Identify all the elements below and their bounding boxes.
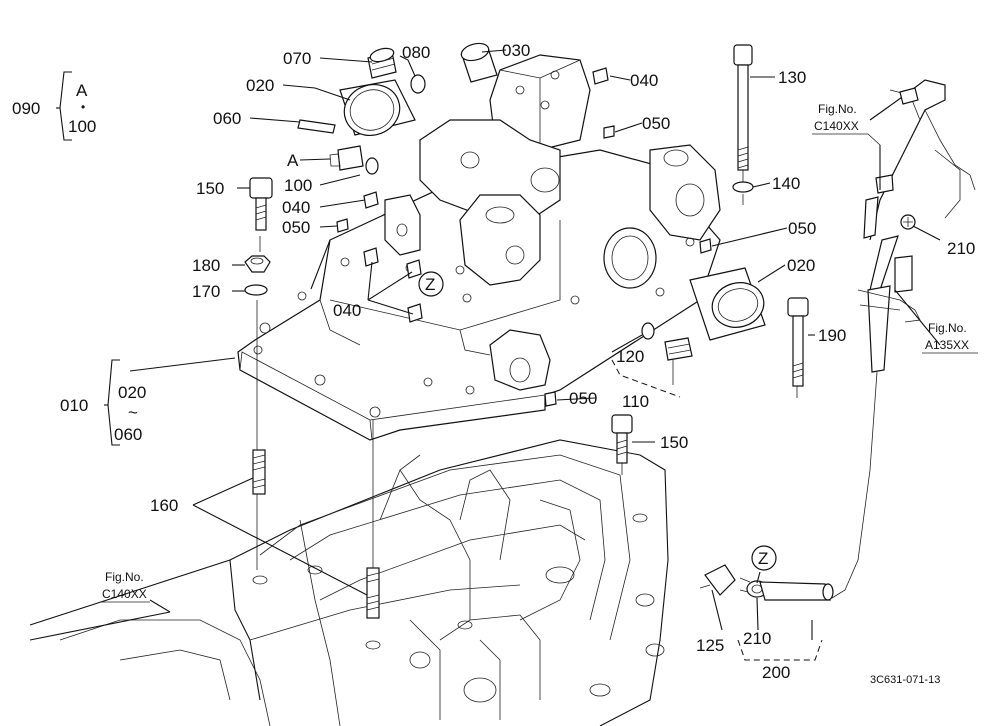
fig-ref-a135: Fig.No. A135XX bbox=[922, 321, 978, 354]
label-160: 160 bbox=[150, 496, 178, 515]
label-180: 180 bbox=[192, 256, 220, 275]
label-125: 125 bbox=[696, 636, 724, 655]
sleeve-030 bbox=[460, 42, 498, 83]
bracket-110-120 bbox=[611, 359, 681, 398]
label-210-right: 210 bbox=[947, 239, 975, 258]
bracket-200 bbox=[737, 639, 823, 661]
svg-text:C140XX: C140XX bbox=[102, 587, 147, 601]
group-090-dot: • bbox=[81, 100, 85, 114]
label-170: 170 bbox=[192, 282, 220, 301]
fitting-070 bbox=[367, 47, 397, 79]
label-060: 060 bbox=[213, 109, 241, 128]
group-090: 090 A • 100 bbox=[12, 71, 96, 141]
label-040-cluster: 040 bbox=[333, 301, 361, 320]
label-020-right: 020 bbox=[787, 256, 815, 275]
sensor-harness bbox=[831, 79, 976, 599]
svg-text:Fig.No.: Fig.No. bbox=[818, 102, 857, 116]
label-100: 100 bbox=[284, 176, 312, 195]
fitting-100 bbox=[329, 145, 379, 175]
label-z-upper: Z bbox=[425, 275, 435, 294]
label-a: A bbox=[287, 151, 299, 170]
drawing-code: 3C631-071-13 bbox=[870, 674, 940, 686]
fig-ref-c140-top: Fig.No. C140XX bbox=[812, 102, 881, 146]
label-050-bottom: 050 bbox=[569, 389, 597, 408]
label-130: 130 bbox=[778, 68, 806, 87]
label-z-lower: Z bbox=[758, 549, 768, 568]
transmission-case bbox=[29, 439, 669, 726]
o-ring-120 bbox=[641, 322, 655, 340]
group-010-bottom: 060 bbox=[114, 425, 142, 444]
label-050-top: 050 bbox=[642, 114, 670, 133]
label-030: 030 bbox=[502, 41, 530, 60]
label-080: 080 bbox=[402, 43, 430, 62]
stud-160-left bbox=[252, 449, 266, 495]
label-050-right: 050 bbox=[788, 219, 816, 238]
callout-circle-z-lower bbox=[751, 545, 777, 571]
label-140: 140 bbox=[772, 174, 800, 193]
callout-circle-z-upper bbox=[418, 271, 444, 297]
pin-060 bbox=[297, 119, 336, 134]
plug-050-mid bbox=[336, 218, 349, 233]
fitting-110 bbox=[664, 337, 693, 361]
label-040-mid: 040 bbox=[282, 198, 310, 217]
group-010-number: 010 bbox=[60, 396, 88, 415]
plug-050-right bbox=[699, 238, 712, 254]
svg-text:C140XX: C140XX bbox=[814, 119, 859, 133]
label-050-mid: 050 bbox=[282, 218, 310, 237]
fig-ref-c140-bottom: Fig.No. C140XX bbox=[100, 570, 150, 603]
svg-text:Fig.No.: Fig.No. bbox=[105, 570, 144, 584]
bolt-190 bbox=[787, 297, 809, 387]
svg-text:A135XX: A135XX bbox=[925, 338, 969, 352]
sleeve-020-right bbox=[689, 267, 766, 341]
label-150-left: 150 bbox=[196, 179, 224, 198]
label-190: 190 bbox=[818, 326, 846, 345]
label-070: 070 bbox=[283, 49, 311, 68]
leader-lines bbox=[29, 49, 941, 641]
plug-050-bottom bbox=[544, 391, 557, 407]
group-010-tilde: ~ bbox=[128, 403, 138, 422]
label-020-top: 020 bbox=[246, 76, 274, 95]
o-ring-080 bbox=[410, 74, 426, 94]
hydraulic-block bbox=[237, 54, 721, 441]
plug-040-mid bbox=[363, 191, 379, 209]
label-200: 200 bbox=[762, 663, 790, 682]
nut-180 bbox=[244, 255, 271, 273]
label-110: 110 bbox=[622, 392, 649, 411]
plug-040-top bbox=[592, 67, 609, 85]
label-120: 120 bbox=[616, 347, 644, 366]
label-150-right: 150 bbox=[660, 433, 688, 452]
group-010: 010 020 ~ 060 bbox=[60, 359, 146, 446]
group-090-bottom: 100 bbox=[68, 117, 96, 136]
washer-140 bbox=[732, 181, 754, 193]
plug-050-top bbox=[603, 125, 615, 139]
group-090-number: 090 bbox=[12, 99, 40, 118]
washer-170 bbox=[244, 284, 268, 296]
part-labels: 070 080 030 040 020 060 050 130 A 100 14… bbox=[150, 41, 975, 682]
bolt-130 bbox=[733, 44, 753, 171]
label-040-top: 040 bbox=[630, 71, 658, 90]
bolt-150-right bbox=[611, 414, 633, 464]
group-090-top: A bbox=[76, 81, 88, 100]
bolt-150-left bbox=[249, 177, 273, 231]
svg-text:Fig.No.: Fig.No. bbox=[928, 321, 967, 335]
label-210-lower: 210 bbox=[743, 629, 771, 648]
group-010-top: 020 bbox=[118, 383, 146, 402]
sleeve-020-top bbox=[339, 79, 416, 136]
stud-160-right bbox=[366, 567, 380, 619]
